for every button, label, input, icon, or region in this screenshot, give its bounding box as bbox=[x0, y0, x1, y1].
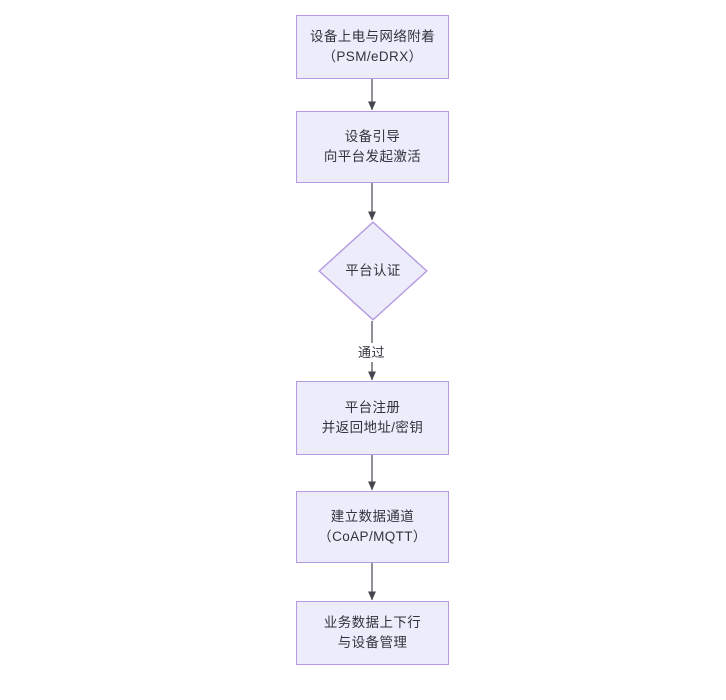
node-platform-auth-decision[interactable]: 平台认证 bbox=[318, 221, 428, 321]
node-establish-data-channel[interactable]: 建立数据通道 （CoAP/MQTT） bbox=[296, 491, 449, 563]
node-label-line1: 业务数据上下行 bbox=[323, 615, 422, 630]
diamond-shape bbox=[318, 221, 428, 321]
node-label-line2: （CoAP/MQTT） bbox=[318, 529, 427, 544]
node-platform-register[interactable]: 平台注册 并返回地址/密钥 bbox=[296, 381, 449, 455]
node-label-line2: （PSM/eDRX） bbox=[322, 49, 423, 64]
node-label-line2: 向平台发起激活 bbox=[323, 149, 422, 164]
node-device-power-on[interactable]: 设备上电与网络附着 （PSM/eDRX） bbox=[296, 15, 449, 79]
node-label-line1: 设备上电与网络附着 bbox=[309, 29, 436, 44]
node-label-line1: 平台注册 bbox=[344, 400, 401, 415]
node-label-line2: 并返回地址/密钥 bbox=[321, 420, 424, 435]
edge-label-pass: 通过 bbox=[356, 343, 388, 362]
node-device-bootstrap[interactable]: 设备引导 向平台发起激活 bbox=[296, 111, 449, 183]
node-business-data-and-device-mgmt[interactable]: 业务数据上下行 与设备管理 bbox=[296, 601, 449, 665]
node-label-line2: 与设备管理 bbox=[337, 635, 408, 650]
node-label-line1: 建立数据通道 bbox=[330, 509, 415, 524]
node-label-line1: 设备引导 bbox=[344, 129, 401, 144]
diamond-label: 平台认证 bbox=[345, 263, 401, 278]
